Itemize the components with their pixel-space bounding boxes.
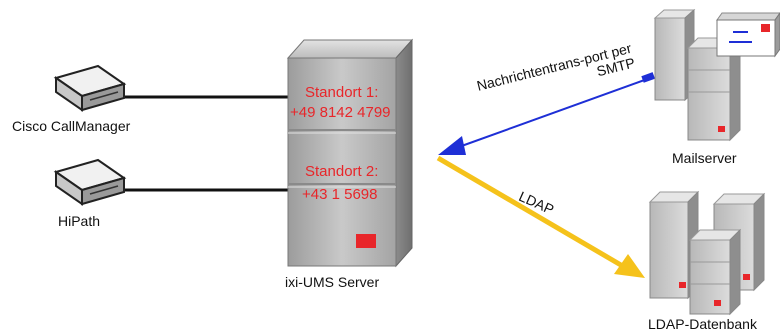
server-status-light <box>356 234 376 248</box>
ixi-ums-server-label: ixi-UMS Server <box>285 274 380 290</box>
cisco-callmanager-device-icon <box>53 64 127 112</box>
ldap-arrow <box>436 155 645 278</box>
envelope-icon <box>716 12 780 58</box>
smtp-arrow <box>438 72 656 155</box>
mailserver-label: Mailserver <box>672 150 737 166</box>
ixi-ums-server-icon <box>286 38 414 268</box>
site2-title: Standort 2: <box>305 163 379 180</box>
hipath-device-icon <box>53 158 127 206</box>
cisco-callmanager-label: Cisco CallManager <box>12 118 131 134</box>
site2-number: +43 1 5698 <box>302 186 378 203</box>
site1-number: +49 8142 4799 <box>290 104 391 121</box>
ldap-database-label: LDAP-Datenbank <box>648 316 757 332</box>
mailserver-icon <box>653 8 780 142</box>
hipath-label: HiPath <box>58 213 101 229</box>
ldap-database-icon <box>648 190 766 316</box>
site1-title: Standort 1: <box>305 84 379 101</box>
